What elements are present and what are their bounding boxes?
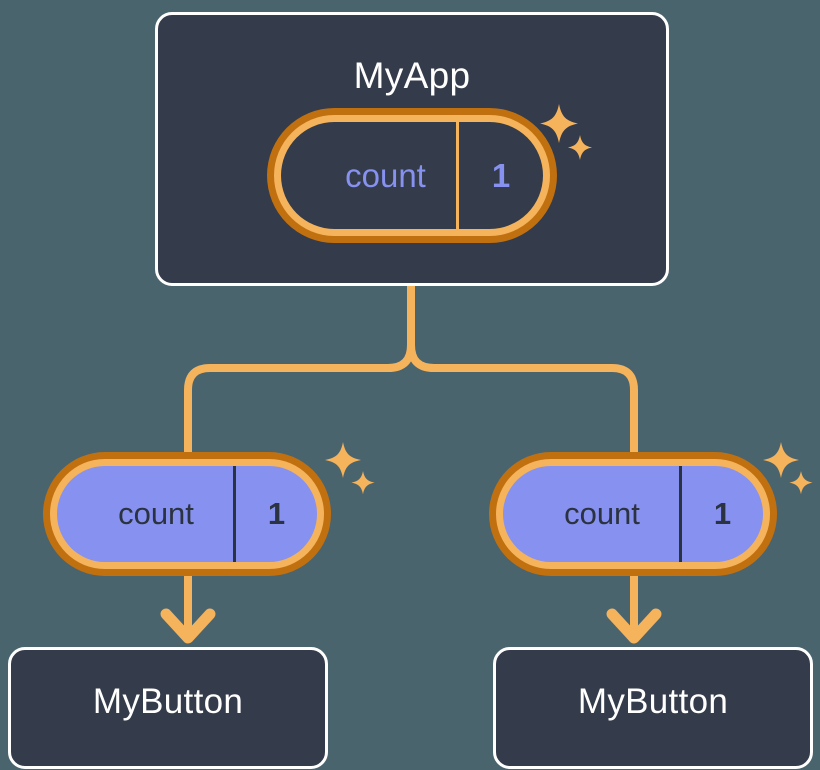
connector-root-to-left bbox=[184, 282, 415, 456]
state-pill-branch-left-ring: count 1 bbox=[50, 459, 324, 569]
component-card-mybutton-left[interactable]: MyButton bbox=[8, 647, 328, 769]
state-pill-branch-right-ring: count 1 bbox=[496, 459, 770, 569]
component-title-mybutton-right: MyButton bbox=[577, 682, 729, 721]
state-pill-root-ring: count 1 bbox=[274, 115, 550, 236]
state-pill-branch-right[interactable]: count 1 bbox=[489, 452, 777, 576]
state-key-label: count bbox=[345, 156, 426, 194]
state-value-label: 1 bbox=[233, 466, 317, 562]
component-card-mybutton-right[interactable]: MyButton bbox=[493, 647, 813, 769]
sparkle-icon-branch-left bbox=[325, 442, 375, 495]
state-key-label: count bbox=[118, 496, 194, 531]
arrow-left-head bbox=[160, 608, 216, 644]
state-value-label: 1 bbox=[456, 122, 543, 229]
connector-root-to-right bbox=[407, 282, 638, 456]
state-pill-branch-left[interactable]: count 1 bbox=[43, 452, 331, 576]
arrow-right-head bbox=[606, 608, 662, 644]
state-value-label: 1 bbox=[679, 466, 763, 562]
component-title-myapp: MyApp bbox=[353, 55, 471, 96]
state-pill-branch-right-face: count 1 bbox=[503, 466, 763, 562]
state-pill-root[interactable]: count 1 bbox=[267, 108, 557, 243]
state-pill-branch-left-face: count 1 bbox=[57, 466, 317, 562]
component-title-mybutton-left: MyButton bbox=[92, 682, 244, 721]
state-pill-root-face: count 1 bbox=[281, 122, 543, 229]
state-key-label: count bbox=[564, 496, 640, 531]
